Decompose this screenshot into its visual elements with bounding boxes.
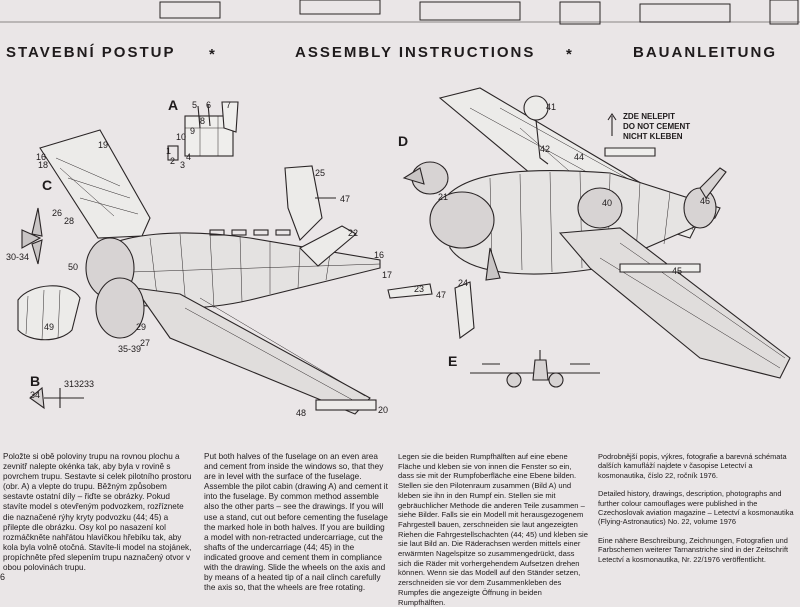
aircraft-view-c [17,101,381,415]
part-number: 42 [540,144,550,154]
part-number: 45 [672,266,682,276]
part-number: 46 [700,196,710,206]
part-number: 41 [546,102,556,112]
part-number: 2 [170,156,175,166]
no-cement-german: NICHT KLEBEN [623,132,683,141]
part-number: 48 [296,408,306,418]
heading-czech: STAVEBNÍ POSTUP [6,44,176,61]
label-c: C [42,177,52,193]
no-cement-czech: ZDE NELEPIT [623,112,676,121]
aircraft-view-d [387,87,791,379]
part-number: 1 [166,146,171,156]
part-number: 6 [206,100,211,110]
instructions-german: Legen sie die beiden Rumpfhälften auf ei… [398,452,588,607]
label-a: A [168,97,178,113]
heading-separator: * [566,46,572,63]
part-number: 50 [68,262,78,272]
paragraph: Legen sie die beiden Rumpfhälften auf ei… [398,452,588,607]
part-number: 4 [186,152,191,162]
part-numbers: 5 6 7 8 9 10 1 2 3 4 16 18 19 26 28 30-3… [6,100,710,418]
part-number: 33 [84,379,94,389]
label-b: B [30,373,40,389]
assembly-drawing: A C B D E 5 6 7 8 9 10 1 2 3 4 16 18 19 … [6,87,791,418]
part-number: 16 [374,250,384,260]
paragraph: Položte si obě poloviny trupu na rovnou … [3,452,192,573]
part-number: 27 [140,338,150,348]
part-number: 5 [192,100,197,110]
heading-separator: * [209,46,215,63]
part-number: 23 [414,284,424,294]
part-number: 25 [315,168,325,178]
label-e: E [448,353,457,369]
further-info: Podrobnější popis, výkres, fotografie a … [598,452,794,564]
part-number: 30-34 [6,252,29,262]
part-number: 40 [602,198,612,208]
part-number: 47 [340,194,350,204]
info-german: Eine nähere Beschreibung, Zeichnungen, F… [598,535,789,564]
part-number: 9 [190,126,195,136]
part-number: 18 [38,160,48,170]
part-number: 34 [30,390,40,400]
part-number: 44 [574,152,584,162]
instructions-english: Put both halves of the fuselage on an ev… [204,452,388,593]
part-number: 22 [348,228,358,238]
part-number: 19 [98,140,108,150]
page-number: 6 [0,572,6,582]
part-number: 49 [44,322,54,332]
heading-german: BAUANLEITUNG [633,44,777,61]
sprue-strip [0,0,800,25]
part-number: 32 [74,379,84,389]
part-number: 3 [180,160,185,170]
paragraph: Put both halves of the fuselage on an ev… [204,452,388,593]
part-number: 31 [64,379,74,389]
info-czech: Podrobnější popis, výkres, fotografie a … [598,452,787,480]
label-d: D [398,133,408,149]
part-number: 35-39 [118,344,141,354]
front-view-e [470,350,600,388]
info-english: Detailed history, drawings, description,… [598,489,794,527]
part-number: 10 [176,132,186,142]
page-header: STAVEBNÍ POSTUP * ASSEMBLY INSTRUCTIONS … [0,44,800,68]
part-number: 17 [382,270,392,280]
heading-english: ASSEMBLY INSTRUCTIONS [295,44,536,61]
part-number: 26 [52,208,62,218]
no-cement-note: ZDE NELEPIT DO NOT CEMENT NICHT KLEBEN [623,112,713,142]
part-number: 7 [226,100,231,110]
part-number: 21 [438,192,448,202]
part-number: 16 [36,152,46,162]
part-number: 24 [458,278,468,288]
part-number: 28 [64,216,74,226]
part-number: 29 [136,322,146,332]
no-cement-english: DO NOT CEMENT [623,122,691,131]
instructions-czech: Položte si obě poloviny trupu na rovnou … [3,452,193,573]
part-number: 47 [436,290,446,300]
part-number: 20 [378,405,388,415]
part-number: 8 [200,116,205,126]
